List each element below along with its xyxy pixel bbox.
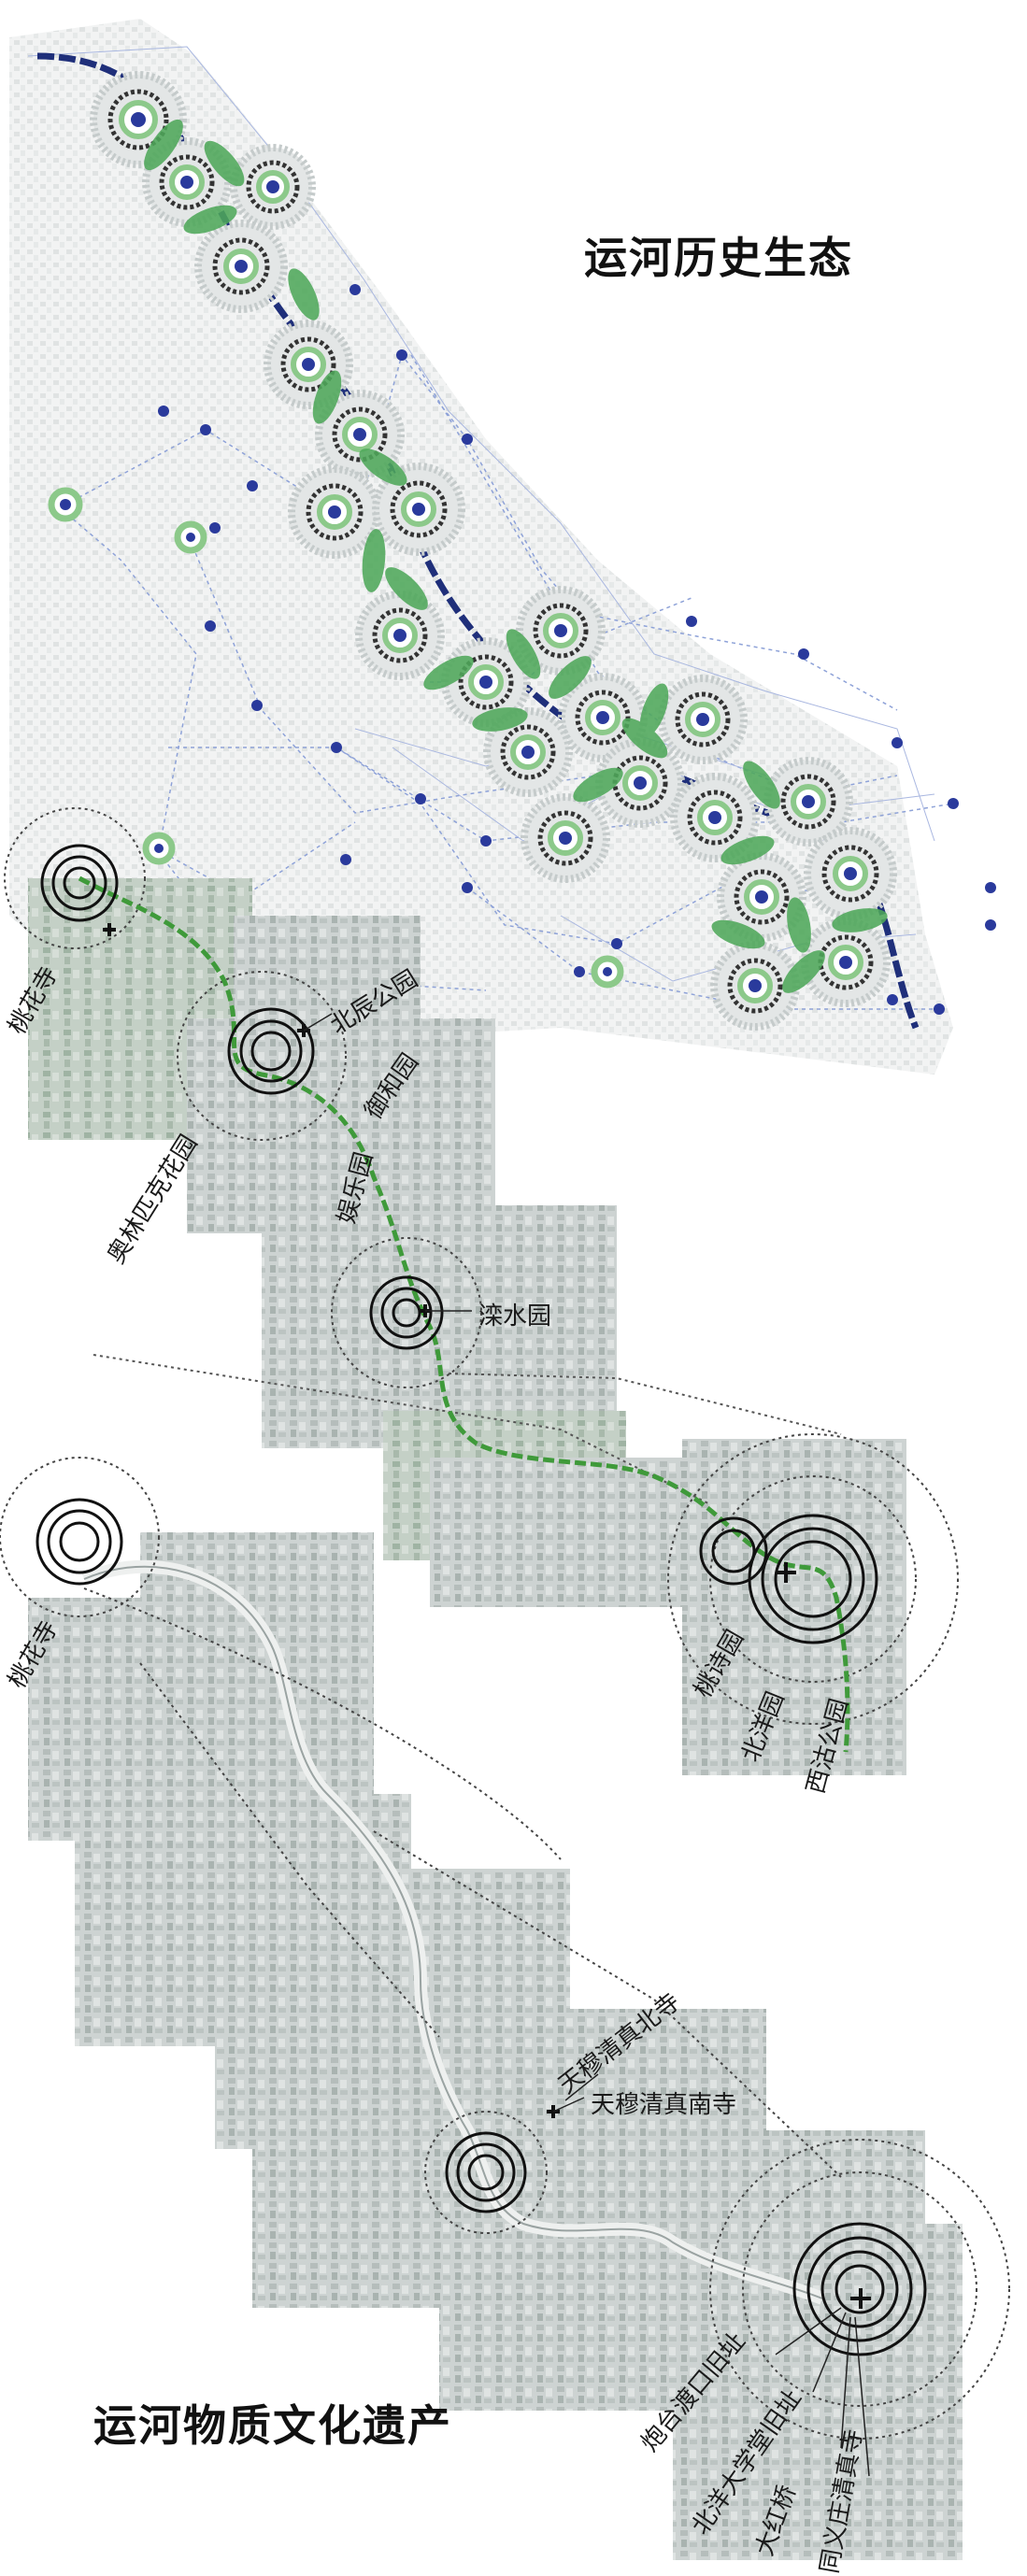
section-title-heritage: 运河物质文化遗产 xyxy=(93,2400,452,2451)
parks-route-map xyxy=(4,807,959,1775)
ecology-node-icon xyxy=(804,827,897,920)
heritage-target-icon xyxy=(40,844,878,1644)
ecology-node-icon xyxy=(355,591,445,680)
ecology-node-icon xyxy=(372,463,465,556)
label-tianmu-south-mosque: 天穆清真南寺 xyxy=(591,2091,737,2119)
ecology-node-icon xyxy=(521,793,610,883)
heritage-target-icon xyxy=(36,1498,927,2356)
ecology-node-icon xyxy=(230,144,316,230)
leaf-icon xyxy=(144,119,888,993)
green-route xyxy=(78,875,850,1753)
network-nodes xyxy=(158,284,996,1015)
heritage-map xyxy=(0,1457,1010,2560)
ecology-node-icon xyxy=(516,586,606,676)
ecology-node-icon xyxy=(670,773,760,862)
ecology-node-icon xyxy=(142,137,232,227)
ecology-node-icon xyxy=(483,707,573,797)
ecology-node-icon xyxy=(194,220,288,313)
section-title-ecology: 运河历史生态 xyxy=(584,233,853,283)
ecology-node-icon xyxy=(288,465,381,559)
ecology-map xyxy=(9,19,996,1075)
ecology-node-icon xyxy=(658,675,748,764)
ecology-node-icon xyxy=(717,852,806,942)
label-luanshui-garden: 滦水园 xyxy=(478,1302,552,1331)
